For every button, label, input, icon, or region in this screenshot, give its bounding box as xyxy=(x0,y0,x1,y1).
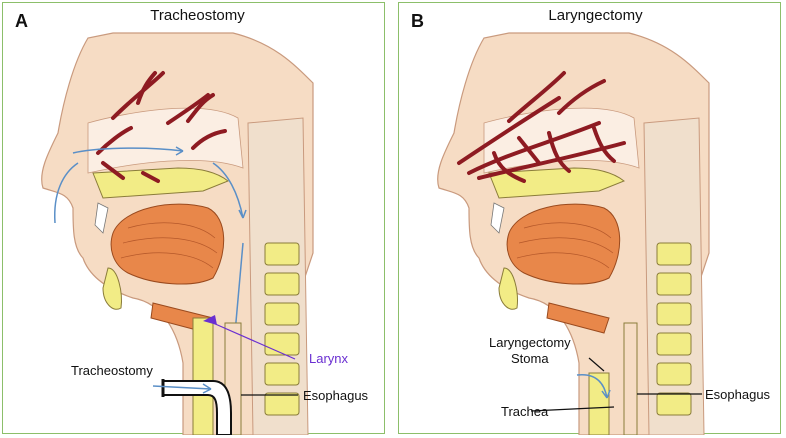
tracheostomy-tube xyxy=(162,380,232,435)
esophagus-label: Esophagus xyxy=(303,388,369,403)
vertebra xyxy=(656,392,692,416)
larynx-label: Larynx xyxy=(309,351,349,366)
panel-letter: A xyxy=(15,11,28,31)
mandible xyxy=(102,267,122,310)
panel-title: Tracheostomy xyxy=(150,7,245,24)
vertebra xyxy=(264,392,300,416)
nasal-vessels xyxy=(96,71,227,183)
vertebra xyxy=(656,362,692,386)
panel-tracheostomy: A Tracheostomy Larynx Tracheostomy Esoph… xyxy=(2,2,385,435)
tracheostomy-anatomy-illustration xyxy=(41,32,314,435)
hyoid-muscle xyxy=(546,302,610,334)
nasal-vessels xyxy=(457,71,626,183)
stoma-label-line1: Laryngectomy xyxy=(489,335,571,350)
trachea-label: Trachea xyxy=(501,404,549,419)
tracheostomy-label: Tracheostomy xyxy=(71,363,153,378)
trachea xyxy=(588,372,610,435)
trachea xyxy=(192,317,214,435)
panel-title: Laryngectomy xyxy=(548,7,643,24)
hard-palate xyxy=(92,167,229,199)
tongue xyxy=(506,203,621,285)
stoma-label-line2: Stoma xyxy=(511,351,549,366)
vertebra xyxy=(264,332,300,356)
vertebra xyxy=(264,272,300,296)
mandible xyxy=(498,267,518,310)
esophagus-label: Esophagus xyxy=(705,387,771,402)
larynx-marker xyxy=(203,315,217,325)
vertebra xyxy=(264,242,300,266)
vertebra xyxy=(656,332,692,356)
tongue xyxy=(110,203,225,285)
vertebra xyxy=(656,302,692,326)
vertebra xyxy=(656,272,692,296)
panel-letter: B xyxy=(411,11,424,31)
laryngectomy-anatomy-illustration xyxy=(437,32,710,435)
panel-laryngectomy: B Laryngectomy Laryngectomy Stoma Esopha… xyxy=(398,2,781,435)
vertebra xyxy=(264,362,300,386)
airflow-arrows xyxy=(54,146,247,334)
vertebra xyxy=(656,242,692,266)
vertebra xyxy=(264,302,300,326)
hard-palate xyxy=(488,167,625,199)
